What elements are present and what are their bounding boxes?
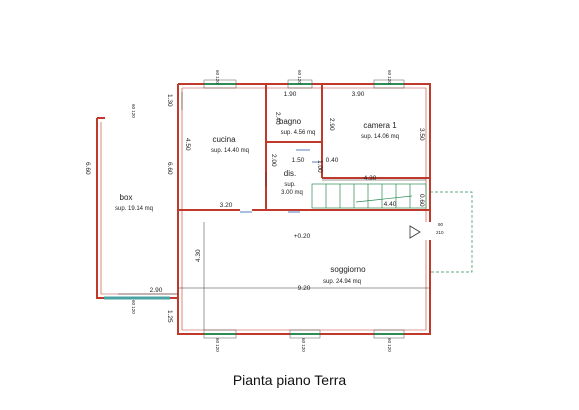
stairs [311, 183, 427, 209]
dim-320: 3.20 [220, 202, 233, 209]
level-mark: +0.20 [294, 233, 311, 240]
room-dis-area-b: 3.00 mq [281, 190, 303, 196]
dimension-lines [118, 92, 430, 330]
room-bagno-name: bagno [279, 117, 302, 126]
dim-920: 9.20 [298, 285, 311, 292]
dim-290-box: 2.90 [150, 287, 163, 294]
window-tag-top-3: 60 120 [387, 70, 392, 84]
dim-130: 1.30 [166, 94, 173, 107]
walls [96, 83, 431, 335]
dim-660-box: 6.60 [84, 162, 91, 175]
plan-caption: Pianta piano Terra [232, 372, 347, 388]
dim-100: 1.00 [316, 160, 323, 173]
window-tag-bot-1: 60 120 [215, 338, 220, 352]
room-camera-name: camera 1 [363, 121, 397, 130]
dim-125: 1.25 [166, 310, 173, 323]
dim-150: 1.50 [292, 157, 305, 164]
window-tag-box-top: 60 120 [131, 104, 136, 118]
dim-350: 3.50 [418, 128, 425, 141]
outer-wall [178, 83, 431, 222]
window-tag-bot-2: 60 120 [301, 338, 306, 352]
window-tag-box-bot: 60 120 [131, 300, 136, 314]
room-cucina-name: cucina [212, 135, 236, 144]
room-dis-name: dis. [284, 169, 296, 178]
door-entrance [409, 225, 421, 239]
dim-430: 4.30 [364, 175, 377, 182]
window-tag-top-2: 60 120 [297, 70, 302, 84]
dim-660-cucina: 6.60 [166, 162, 173, 175]
dim-440: 4.40 [384, 201, 397, 208]
dim-290: 2.90 [328, 118, 335, 131]
dim-390: 3.90 [352, 91, 365, 98]
room-camera-area: sup. 14.06 mq [361, 134, 399, 140]
room-bagno-area: sup. 4.56 mq [281, 130, 316, 136]
dim-200: 2.00 [270, 154, 277, 167]
window-tag-top-1: 60 120 [215, 70, 220, 84]
window-tag-bot-3: 60 120 [387, 338, 392, 352]
doors [240, 149, 421, 239]
door-tag-210: 210 [436, 230, 444, 235]
room-soggiorno-name: soggiorno [330, 265, 366, 274]
door-tag-90: 90 [438, 222, 444, 227]
dim-240: 2.40 [274, 112, 281, 125]
dim-040: 0.40 [326, 157, 339, 164]
dim-430-vertical: 4.30 [195, 249, 202, 262]
room-box-area: sup. 19.14 mq [115, 206, 153, 212]
windows [104, 83, 404, 335]
dim-060: 0.60 [418, 194, 425, 207]
window-frames [203, 79, 405, 339]
room-soggiorno-area: sup. 24.94 mq [323, 279, 361, 285]
dim-450: 4.50 [184, 138, 191, 151]
room-dis-area-a: sup. [284, 182, 296, 188]
room-cucina-area: sup. 14.40 mq [211, 148, 249, 154]
dim-190: 1.90 [284, 91, 297, 98]
terrace [430, 191, 473, 273]
room-box-name: box [120, 193, 133, 202]
